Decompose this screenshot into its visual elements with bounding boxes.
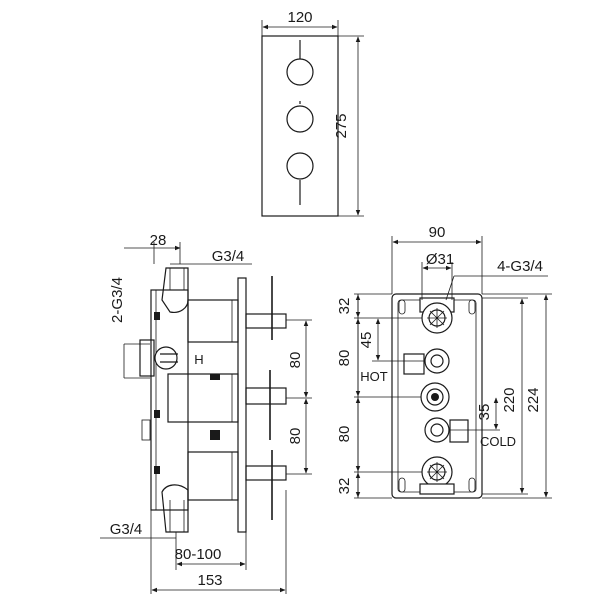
back-thread-label: 4-G3/4 [497, 258, 543, 275]
side-thread-bottom: G3/4 [110, 521, 143, 538]
back-mounting-plate [391, 293, 483, 499]
back-diameter-label: Ø31 [426, 251, 454, 268]
back-offset-45-label: 45 [358, 332, 375, 349]
side-bottom-outlet [161, 484, 189, 533]
front-width-label: 120 [287, 9, 312, 26]
back-cold-label: COLD [480, 434, 516, 449]
front-knob-top [286, 40, 314, 86]
back-connection-bottom [419, 456, 455, 495]
back-spacing-upper-label: 80 [336, 350, 353, 367]
back-connection-middle [420, 382, 450, 412]
back-spacing-lower-label: 80 [336, 426, 353, 443]
back-height-outer-label: 224 [525, 387, 542, 412]
back-view: 90 Ø31 4-G3/4 32 80 80 32 45 HOT 35 [336, 224, 552, 499]
side-cartridge-bottom [187, 430, 287, 520]
front-knob-middle [286, 101, 314, 133]
side-top-label: 28 [150, 232, 167, 249]
side-wall-plate [237, 277, 247, 533]
back-hot-label: HOT [360, 369, 388, 384]
back-cold-fitting [424, 417, 469, 443]
side-cartridge-top [187, 276, 287, 343]
side-overall-depth-label: 153 [197, 572, 222, 589]
back-hot-fitting [403, 348, 450, 375]
back-width-label: 90 [429, 224, 446, 241]
back-offset-bottom-label: 32 [336, 478, 353, 495]
side-spacing-lower-label: 80 [287, 428, 304, 445]
front-view: 120 275 [261, 9, 364, 217]
side-left-fittings [139, 312, 178, 474]
side-thread-left: 2-G3/4 [109, 277, 126, 323]
front-height-label: 275 [333, 113, 350, 138]
back-offset-top-label: 32 [336, 298, 353, 315]
side-valve-body [150, 289, 189, 511]
side-cartridge-middle [167, 370, 287, 440]
back-offset-35-label: 35 [476, 404, 493, 421]
side-spacing-upper-label: 80 [287, 352, 304, 369]
back-connection-top [419, 297, 455, 334]
side-thread-top: G3/4 [212, 248, 245, 265]
front-plate [261, 35, 339, 217]
side-depth-range-label: 80-100 [175, 546, 222, 563]
back-height-inner-label: 220 [501, 387, 518, 412]
front-knob-bottom [286, 152, 314, 205]
side-marker-letter: H [194, 352, 203, 367]
side-view: H 28 G3/4 2-G3/4 80 80 G3/4 80-100 [100, 232, 312, 594]
